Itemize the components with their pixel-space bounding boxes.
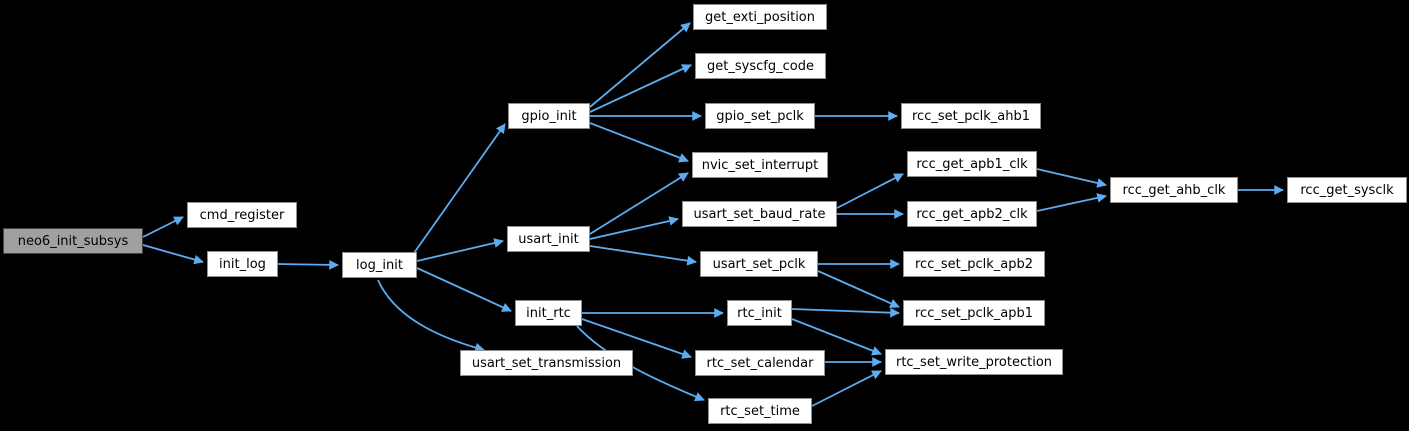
call-edge-usart_init-to-usart_set_pclk <box>589 245 697 266</box>
call-edge-neo6_init_subsys-to-cmd_register <box>142 216 184 238</box>
call-edge-gpio_init-to-nvic_set_interrupt <box>589 122 689 163</box>
call-edge-rtc_init-to-rcc_set_pclk_apb1 <box>791 307 900 318</box>
graph-node-gpio_init[interactable]: gpio_init <box>508 103 590 129</box>
graph-node-rcc_set_pclk_apb2[interactable]: rcc_set_pclk_apb2 <box>903 251 1045 277</box>
graph-node-usart_set_pclk[interactable]: usart_set_pclk <box>700 251 818 277</box>
call-edge-rtc_set_time-to-rtc_set_write_protection <box>811 370 882 407</box>
call-edge-neo6_init_subsys-to-init_log <box>142 244 204 265</box>
call-edge-log_init-to-init_rtc <box>416 267 512 312</box>
graph-node-usart_set_baud_rate[interactable]: usart_set_baud_rate <box>682 201 837 227</box>
graph-node-usart_set_transmission[interactable]: usart_set_transmission <box>460 350 633 376</box>
call-edge-rcc_get_apb1_clk-to-rcc_get_ahb_clk <box>1036 168 1107 188</box>
call-edge-log_init-to-usart_set_transmission <box>377 279 485 353</box>
graph-node-cmd_register[interactable]: cmd_register <box>187 202 297 228</box>
graph-node-rcc_set_pclk_ahb1[interactable]: rcc_set_pclk_ahb1 <box>901 103 1041 129</box>
graph-node-init_log[interactable]: init_log <box>207 251 278 277</box>
graph-node-rtc_set_calendar[interactable]: rtc_set_calendar <box>695 350 825 376</box>
graph-node-rtc_init[interactable]: rtc_init <box>727 300 792 326</box>
call-edge-init_log-to-log_init <box>277 259 339 270</box>
graph-node-gpio_set_pclk[interactable]: gpio_set_pclk <box>705 103 815 129</box>
call-edge-usart_init-to-nvic_set_interrupt <box>589 172 689 235</box>
graph-node-usart_init[interactable]: usart_init <box>507 226 590 252</box>
call-edge-gpio_init-to-get_exti_position <box>589 22 691 108</box>
graph-node-rtc_set_time[interactable]: rtc_set_time <box>708 398 812 424</box>
call-edge-log_init-to-usart_init <box>416 238 504 262</box>
call-edge-usart_set_pclk-to-rcc_set_pclk_apb1 <box>817 270 900 308</box>
graph-node-nvic_set_interrupt[interactable]: nvic_set_interrupt <box>692 152 828 178</box>
graph-node-rcc_get_sysclk[interactable]: rcc_get_sysclk <box>1287 177 1407 203</box>
graph-node-log_init[interactable]: log_init <box>342 252 417 278</box>
call-edge-usart_set_baud_rate-to-rcc_get_apb1_clk <box>836 173 904 209</box>
graph-node-rcc_get_ahb_clk[interactable]: rcc_get_ahb_clk <box>1110 177 1238 203</box>
call-edge-gpio_init-to-get_syscfg_code <box>589 64 692 113</box>
graph-node-init_rtc[interactable]: init_rtc <box>515 300 582 326</box>
call-edge-usart_init-to-usart_set_baud_rate <box>589 216 679 240</box>
graph-node-rcc_get_apb1_clk[interactable]: rcc_get_apb1_clk <box>907 151 1037 177</box>
graph-node-get_exti_position[interactable]: get_exti_position <box>693 4 827 30</box>
graph-node-get_syscfg_code[interactable]: get_syscfg_code <box>695 53 826 79</box>
call-edge-rtc_init-to-rtc_set_write_protection <box>791 318 882 356</box>
graph-node-rtc_set_write_protection[interactable]: rtc_set_write_protection <box>885 349 1063 375</box>
graph-node-neo6_init_subsys: neo6_init_subsys <box>3 228 143 254</box>
graph-node-rcc_get_apb2_clk[interactable]: rcc_get_apb2_clk <box>907 201 1037 227</box>
call-edge-rcc_get_apb2_clk-to-rcc_get_ahb_clk <box>1036 193 1107 212</box>
call-edge-log_init-to-gpio_init <box>413 123 506 254</box>
graph-node-rcc_set_pclk_apb1[interactable]: rcc_set_pclk_apb1 <box>903 300 1045 326</box>
